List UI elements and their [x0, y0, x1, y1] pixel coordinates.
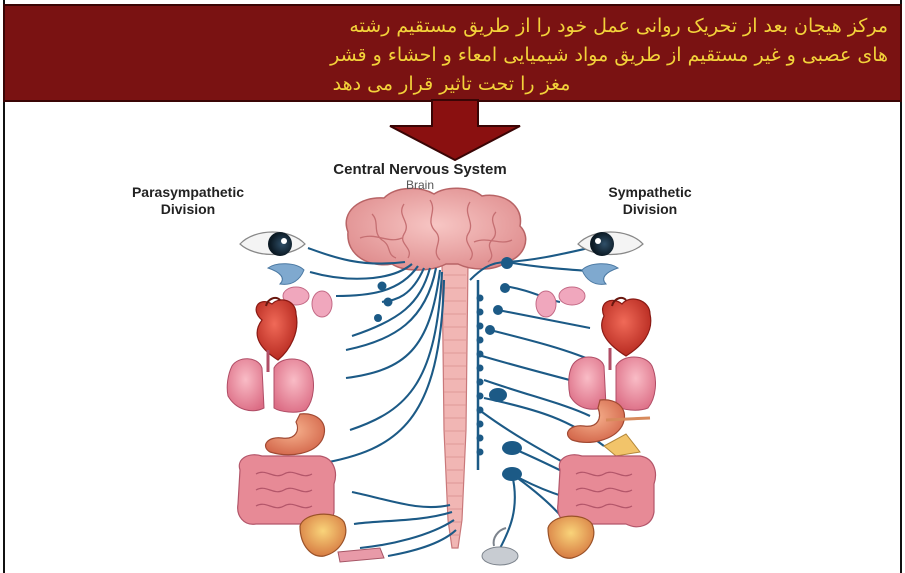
parasympathetic-label-line-2: Division — [108, 201, 268, 218]
sympathetic-label: Sympathetic Division — [570, 184, 730, 218]
left-stomach-icon — [266, 414, 325, 455]
parasympathetic-label: Parasympathetic Division — [108, 184, 268, 218]
brain-label: Brain — [360, 178, 480, 192]
left-lungs-icon — [227, 350, 313, 412]
sympathetic-label-line-2: Division — [570, 201, 730, 218]
brain-icon — [346, 188, 525, 270]
left-bladder-icon — [300, 514, 346, 556]
down-arrow-icon — [390, 100, 520, 160]
right-bladder-icon — [548, 516, 594, 558]
left-genital-icon — [338, 548, 384, 562]
cns-title: Central Nervous System — [300, 161, 540, 178]
sympathetic-label-line-1: Sympathetic — [570, 184, 730, 201]
right-genital-icon — [482, 528, 518, 565]
right-heart-icon — [602, 298, 651, 356]
left-eye-icon — [240, 232, 305, 256]
sympathetic-ganglia — [477, 257, 523, 481]
right-eye-icon — [578, 232, 643, 256]
right-salivary-glands-icon — [536, 287, 585, 317]
right-lacrimal-gland-icon — [582, 264, 618, 285]
left-heart-icon — [256, 298, 297, 360]
left-lacrimal-gland-icon — [268, 264, 304, 285]
parasympathetic-label-line-1: Parasympathetic — [108, 184, 268, 201]
